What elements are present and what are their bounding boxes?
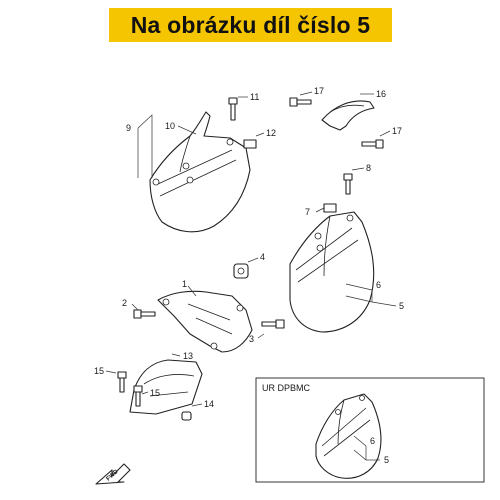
callout-2: 2 bbox=[122, 298, 127, 308]
callout-1: 1 bbox=[182, 279, 187, 289]
callout-6: 6 bbox=[376, 280, 381, 290]
callout-10: 10 bbox=[165, 121, 175, 131]
callout-12: 12 bbox=[266, 128, 276, 138]
part-3-bolt bbox=[261, 319, 285, 329]
part-7-clip bbox=[323, 203, 337, 213]
part-13-lower-guard bbox=[129, 359, 203, 415]
callout-5: 5 bbox=[399, 301, 404, 311]
part-11-bolt bbox=[228, 97, 238, 121]
callout-17b: 17 bbox=[392, 126, 402, 136]
callout-13: 13 bbox=[183, 351, 193, 361]
part-12-clip bbox=[243, 139, 257, 149]
part-15-bolt-b bbox=[133, 385, 143, 407]
callout-4: 4 bbox=[260, 252, 265, 262]
part-17-bolt-b bbox=[361, 139, 384, 149]
callout-16: 16 bbox=[376, 89, 386, 99]
inset-part-6-side-cover bbox=[315, 393, 382, 479]
part-14-nut bbox=[181, 411, 192, 421]
callout-7: 7 bbox=[305, 207, 310, 217]
part-10-side-cover bbox=[149, 111, 251, 233]
part-1-center-bracket bbox=[157, 290, 253, 353]
part-15-bolt-a bbox=[117, 371, 127, 393]
callout-8: 8 bbox=[366, 163, 371, 173]
part-4-grommet bbox=[233, 263, 249, 279]
callout-11: 11 bbox=[250, 92, 259, 102]
callout-17a: 17 bbox=[314, 86, 324, 96]
part-2-bolt bbox=[133, 309, 156, 319]
fwd-arrow-icon bbox=[95, 463, 131, 485]
callout-3: 3 bbox=[249, 334, 254, 344]
part-16-bracket bbox=[321, 100, 375, 131]
callout-9: 9 bbox=[126, 123, 131, 133]
callout-15a: 15 bbox=[94, 366, 104, 376]
inset-title: UR DPBMC bbox=[262, 383, 311, 393]
part-8-bolt bbox=[343, 173, 353, 195]
part-6-side-cover bbox=[289, 211, 375, 333]
inset-callout-6: 6 bbox=[370, 436, 375, 446]
title-banner: Na obrázku díl číslo 5 bbox=[109, 8, 392, 42]
title-text: Na obrázku díl číslo 5 bbox=[130, 11, 371, 38]
inset-callout-5: 5 bbox=[384, 455, 389, 465]
callout-15b: 15 bbox=[150, 388, 160, 398]
callout-14: 14 bbox=[204, 399, 214, 409]
part-17-bolt-a bbox=[289, 97, 312, 107]
